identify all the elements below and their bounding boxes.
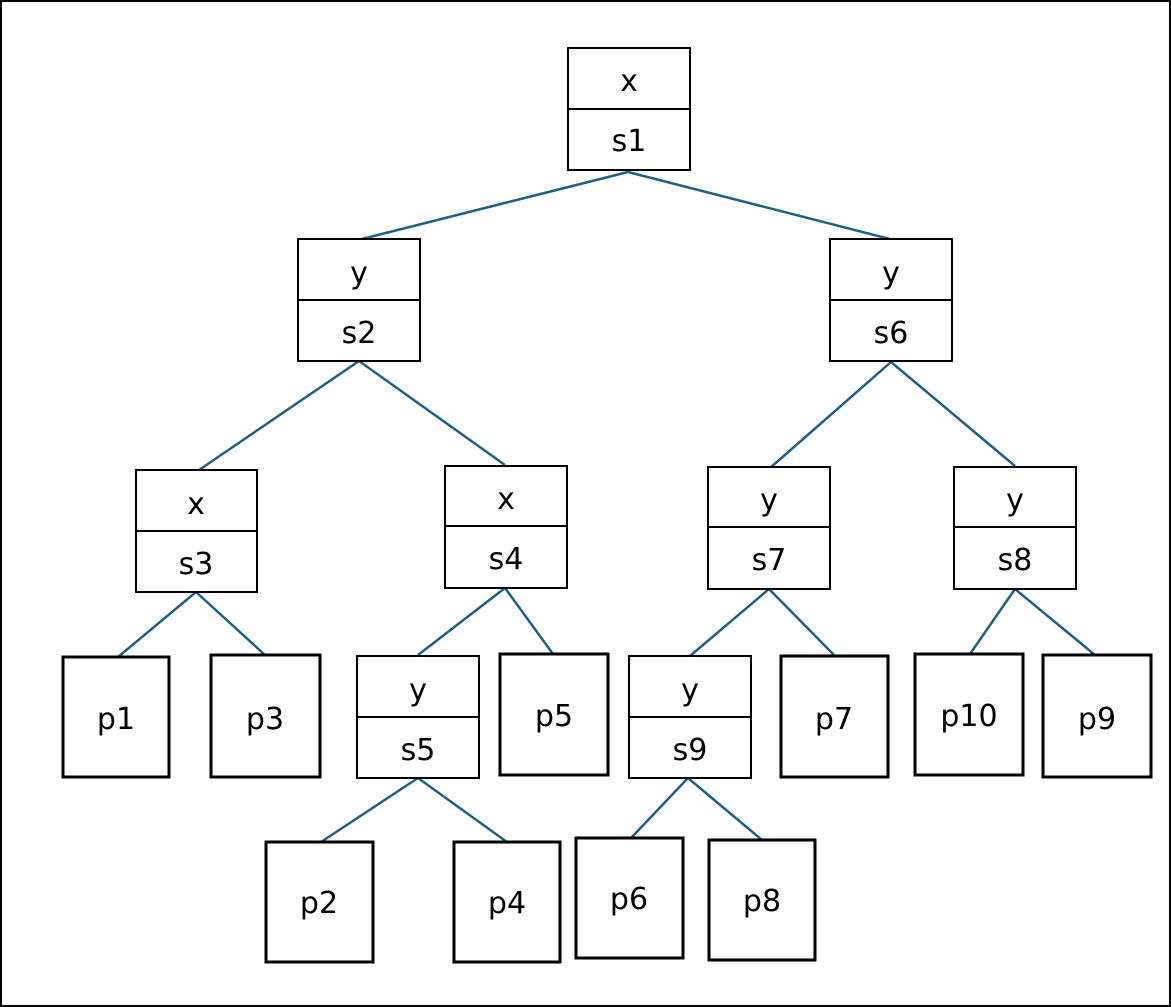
edge-s5-p2 <box>320 776 419 844</box>
leaf-box-p4 <box>452 840 562 964</box>
leaf-label-p6: p6 <box>610 882 648 917</box>
edge-s8-p10 <box>968 588 1017 655</box>
edge-s4-s5 <box>417 587 506 656</box>
edge-s6-s7 <box>769 361 892 469</box>
split-label: s3 <box>179 547 214 582</box>
edge-s1-s2 <box>361 170 629 241</box>
edge-s2-s3 <box>198 359 360 472</box>
leaf-box-p7 <box>779 654 890 779</box>
split-label: s2 <box>342 316 377 351</box>
leaf-box-p2 <box>264 840 375 964</box>
leaf-label-p4: p4 <box>488 886 526 921</box>
split-node-s2: y s2 <box>297 238 421 362</box>
split-label: s8 <box>998 543 1033 578</box>
split-label: s5 <box>401 733 436 768</box>
edge-s2-s4 <box>358 359 506 467</box>
edge-s3-p3 <box>195 591 266 656</box>
edge-s7-p7 <box>768 588 836 657</box>
edge-s5-p4 <box>417 776 508 844</box>
split-axis: y <box>350 256 368 291</box>
leaf-box-p8 <box>707 838 817 962</box>
leaf-box-p1 <box>61 655 171 779</box>
split-node-s3: x s3 <box>135 469 258 593</box>
leaf-label-p10: p10 <box>940 699 997 734</box>
split-node-s9: y s9 <box>628 655 752 779</box>
leaf-label-p2: p2 <box>300 886 338 921</box>
leaf-box-p6 <box>574 836 685 960</box>
split-node-s7: y s7 <box>707 466 831 590</box>
split-label: s6 <box>874 316 909 351</box>
split-axis: x <box>187 487 205 522</box>
edge-s7-s9 <box>689 588 770 657</box>
leaf-box-p3 <box>209 653 322 779</box>
split-axis: y <box>409 673 427 708</box>
split-node-s8: y s8 <box>953 466 1077 590</box>
split-axis: x <box>497 482 515 517</box>
leaf-box-p10 <box>913 652 1025 777</box>
split-label: s4 <box>489 542 524 577</box>
split-axis: y <box>760 483 778 518</box>
edge-s8-p9 <box>1014 588 1096 656</box>
split-axis: x <box>620 64 638 99</box>
leaf-label-p5: p5 <box>535 699 573 734</box>
edge-s3-p1 <box>117 591 197 658</box>
leaf-label-p1: p1 <box>97 702 135 737</box>
split-node-s4: x s4 <box>444 465 568 589</box>
leaf-label-p3: p3 <box>246 702 284 737</box>
leaf-label-p9: p9 <box>1078 702 1116 737</box>
split-label: s7 <box>752 543 787 578</box>
leaf-label-p7: p7 <box>815 702 853 737</box>
edge-s4-p5 <box>503 587 555 655</box>
split-label: s9 <box>673 733 708 768</box>
leaf-labels: p1 p3 p5 p7 p10 p9 p2 p4 p6 p8 <box>97 699 1116 921</box>
tree-edges <box>117 170 1096 844</box>
edge-s9-p8 <box>687 777 763 841</box>
leaf-box-p9 <box>1041 653 1153 779</box>
edge-s1-s6 <box>627 170 891 241</box>
edge-s9-p6 <box>630 777 689 839</box>
split-axis: y <box>681 673 699 708</box>
split-axis: y <box>882 256 900 291</box>
edge-s6-s8 <box>890 361 1016 467</box>
split-node-s6: y s6 <box>829 238 953 362</box>
split-node-s1: x s1 <box>567 47 691 171</box>
leaf-boxes <box>61 652 1153 964</box>
leaf-label-p8: p8 <box>743 884 781 919</box>
split-axis: y <box>1006 483 1024 518</box>
split-label: s1 <box>612 124 647 159</box>
split-node-s5: y s5 <box>356 655 480 779</box>
leaf-box-p5 <box>498 652 610 777</box>
